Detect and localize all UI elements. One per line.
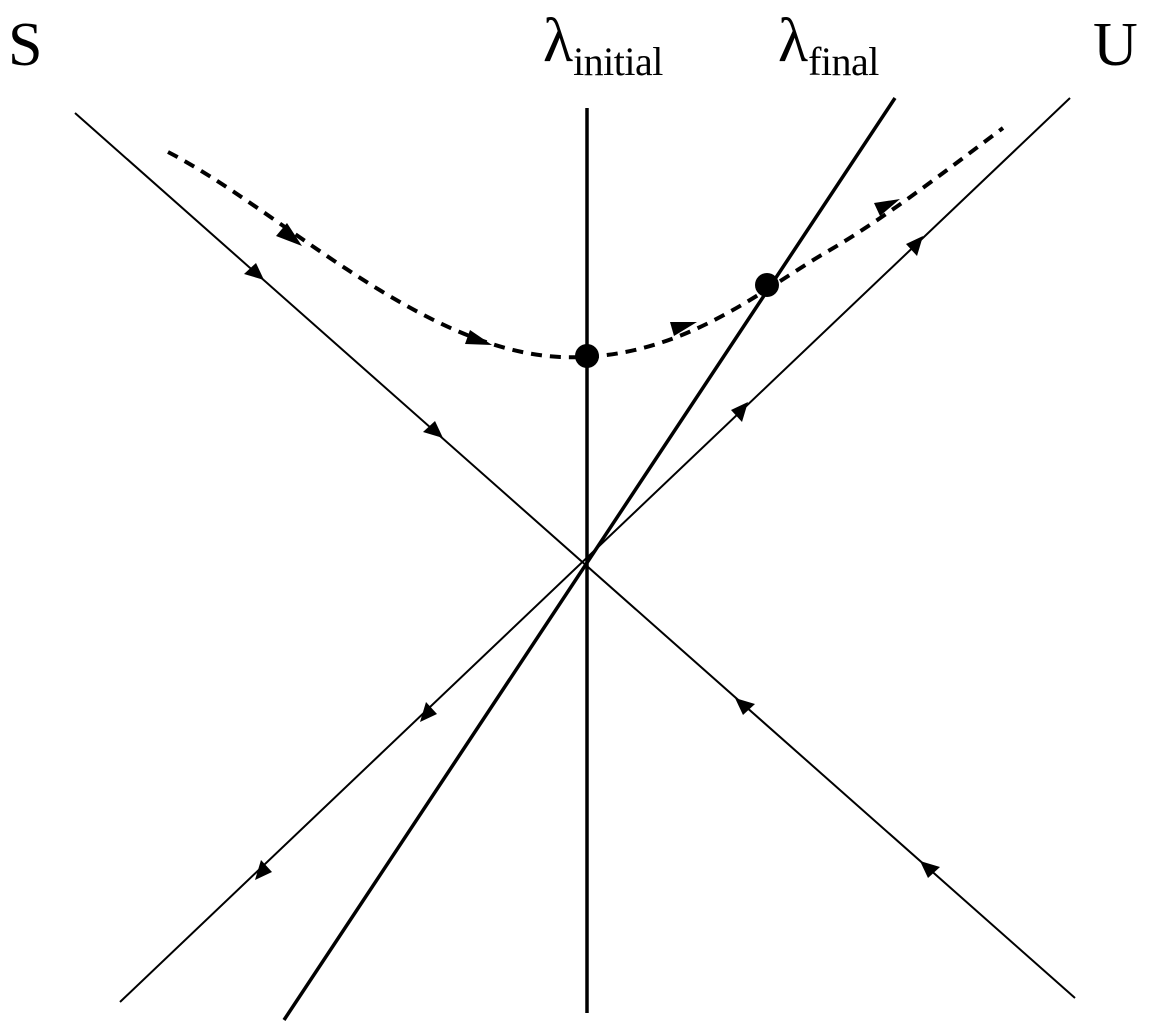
trajectory-arrow-1 [276, 223, 302, 246]
label-u: U [1093, 11, 1138, 79]
stable-arrow-lower-1 [735, 698, 755, 715]
unstable-arrow-lower-2 [255, 860, 272, 880]
stable-manifold-line [74, 112, 1076, 999]
lambda-initial-subscript: initial [573, 39, 663, 84]
initial-point-dot [575, 344, 599, 368]
trajectory-arrow-4 [874, 199, 900, 216]
unstable-arrow-upper-2 [906, 236, 923, 256]
stable-arrow-upper-1 [244, 263, 264, 280]
unstable-arrow-lower-1 [420, 702, 437, 722]
label-s: S [8, 11, 43, 79]
lambda-final-symbol: λ [778, 7, 809, 75]
stable-arrow-lower-2 [920, 861, 940, 878]
stable-arrow-upper-2 [423, 421, 443, 438]
final-point-dot [755, 273, 779, 297]
lambda-initial-symbol: λ [543, 7, 574, 75]
trajectory-arrow-3 [670, 322, 697, 336]
unstable-arrow-upper-1 [731, 402, 748, 422]
label-lambda-final: λfinal [778, 7, 879, 82]
label-lambda-initial: λinitial [543, 7, 663, 82]
trajectory-arrow-2 [465, 330, 492, 345]
lambda-final-subscript: final [808, 39, 879, 84]
lambda-final-line [282, 97, 897, 1021]
